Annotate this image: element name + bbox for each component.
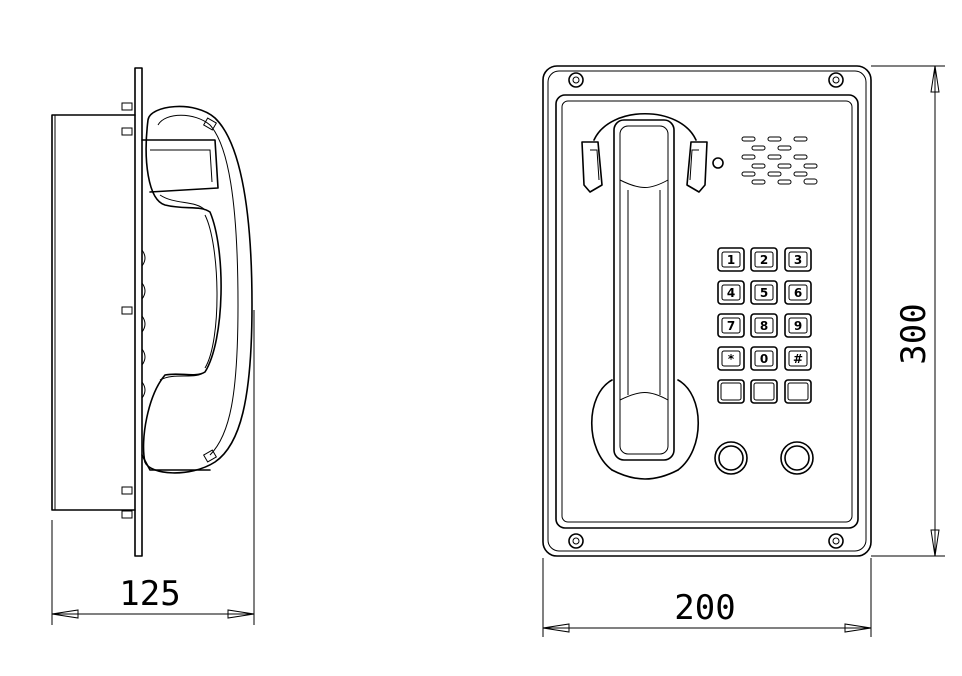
front-inner-panel <box>555 94 859 529</box>
key-7[interactable]: 7 <box>717 313 745 338</box>
key-function-3[interactable] <box>784 379 812 404</box>
key-4[interactable]: 4 <box>717 280 745 305</box>
key-0-label: 0 <box>760 352 768 366</box>
indicator-led <box>712 157 724 169</box>
corner-screws <box>568 72 844 549</box>
width-label: 200 <box>674 588 735 628</box>
side-front-plate <box>134 67 143 557</box>
keypad: 1 2 3 4 5 6 <box>717 247 812 404</box>
key-7-label: 7 <box>727 319 735 333</box>
height-dimension: 300 <box>871 65 945 557</box>
depth-dimension: 125 <box>51 310 255 625</box>
key-2[interactable]: 2 <box>750 247 778 272</box>
key-6[interactable]: 6 <box>784 280 812 305</box>
lower-cradle-ring <box>591 379 613 471</box>
key-1[interactable]: 1 <box>717 247 745 272</box>
key-hash[interactable]: # <box>784 346 812 371</box>
key-3[interactable]: 3 <box>784 247 812 272</box>
round-button-right[interactable] <box>780 441 814 475</box>
width-dimension: 200 <box>542 558 872 637</box>
key-function-2[interactable] <box>750 379 778 404</box>
side-rear-box <box>51 114 136 511</box>
key-hash-label: # <box>793 352 803 366</box>
side-key-bumps <box>141 249 146 399</box>
side-cradle-lower <box>141 454 211 471</box>
handset-hook <box>581 113 708 193</box>
key-star-label: * <box>728 352 735 366</box>
speaker-grille <box>741 136 818 185</box>
key-6-label: 6 <box>794 286 802 300</box>
front-view: 1 2 3 4 5 6 <box>542 65 872 557</box>
side-cradle-upper <box>141 139 219 193</box>
key-2-label: 2 <box>760 253 768 267</box>
key-8-label: 8 <box>760 319 768 333</box>
key-9-label: 9 <box>794 319 802 333</box>
key-5-label: 5 <box>760 286 768 300</box>
height-label: 300 <box>894 303 934 364</box>
side-handset <box>142 105 253 474</box>
key-0[interactable]: 0 <box>750 346 778 371</box>
front-outer-plate <box>542 65 872 557</box>
key-function-1[interactable] <box>717 379 745 404</box>
depth-label: 125 <box>119 574 180 614</box>
key-star[interactable]: * <box>717 346 745 371</box>
side-view <box>51 67 253 557</box>
front-handset <box>613 119 675 461</box>
key-3-label: 3 <box>794 253 802 267</box>
round-button-left[interactable] <box>714 441 748 475</box>
key-1-label: 1 <box>727 253 735 267</box>
key-4-label: 4 <box>727 286 735 300</box>
key-5[interactable]: 5 <box>750 280 778 305</box>
key-9[interactable]: 9 <box>784 313 812 338</box>
side-mount-tabs <box>121 102 133 519</box>
key-8[interactable]: 8 <box>750 313 778 338</box>
